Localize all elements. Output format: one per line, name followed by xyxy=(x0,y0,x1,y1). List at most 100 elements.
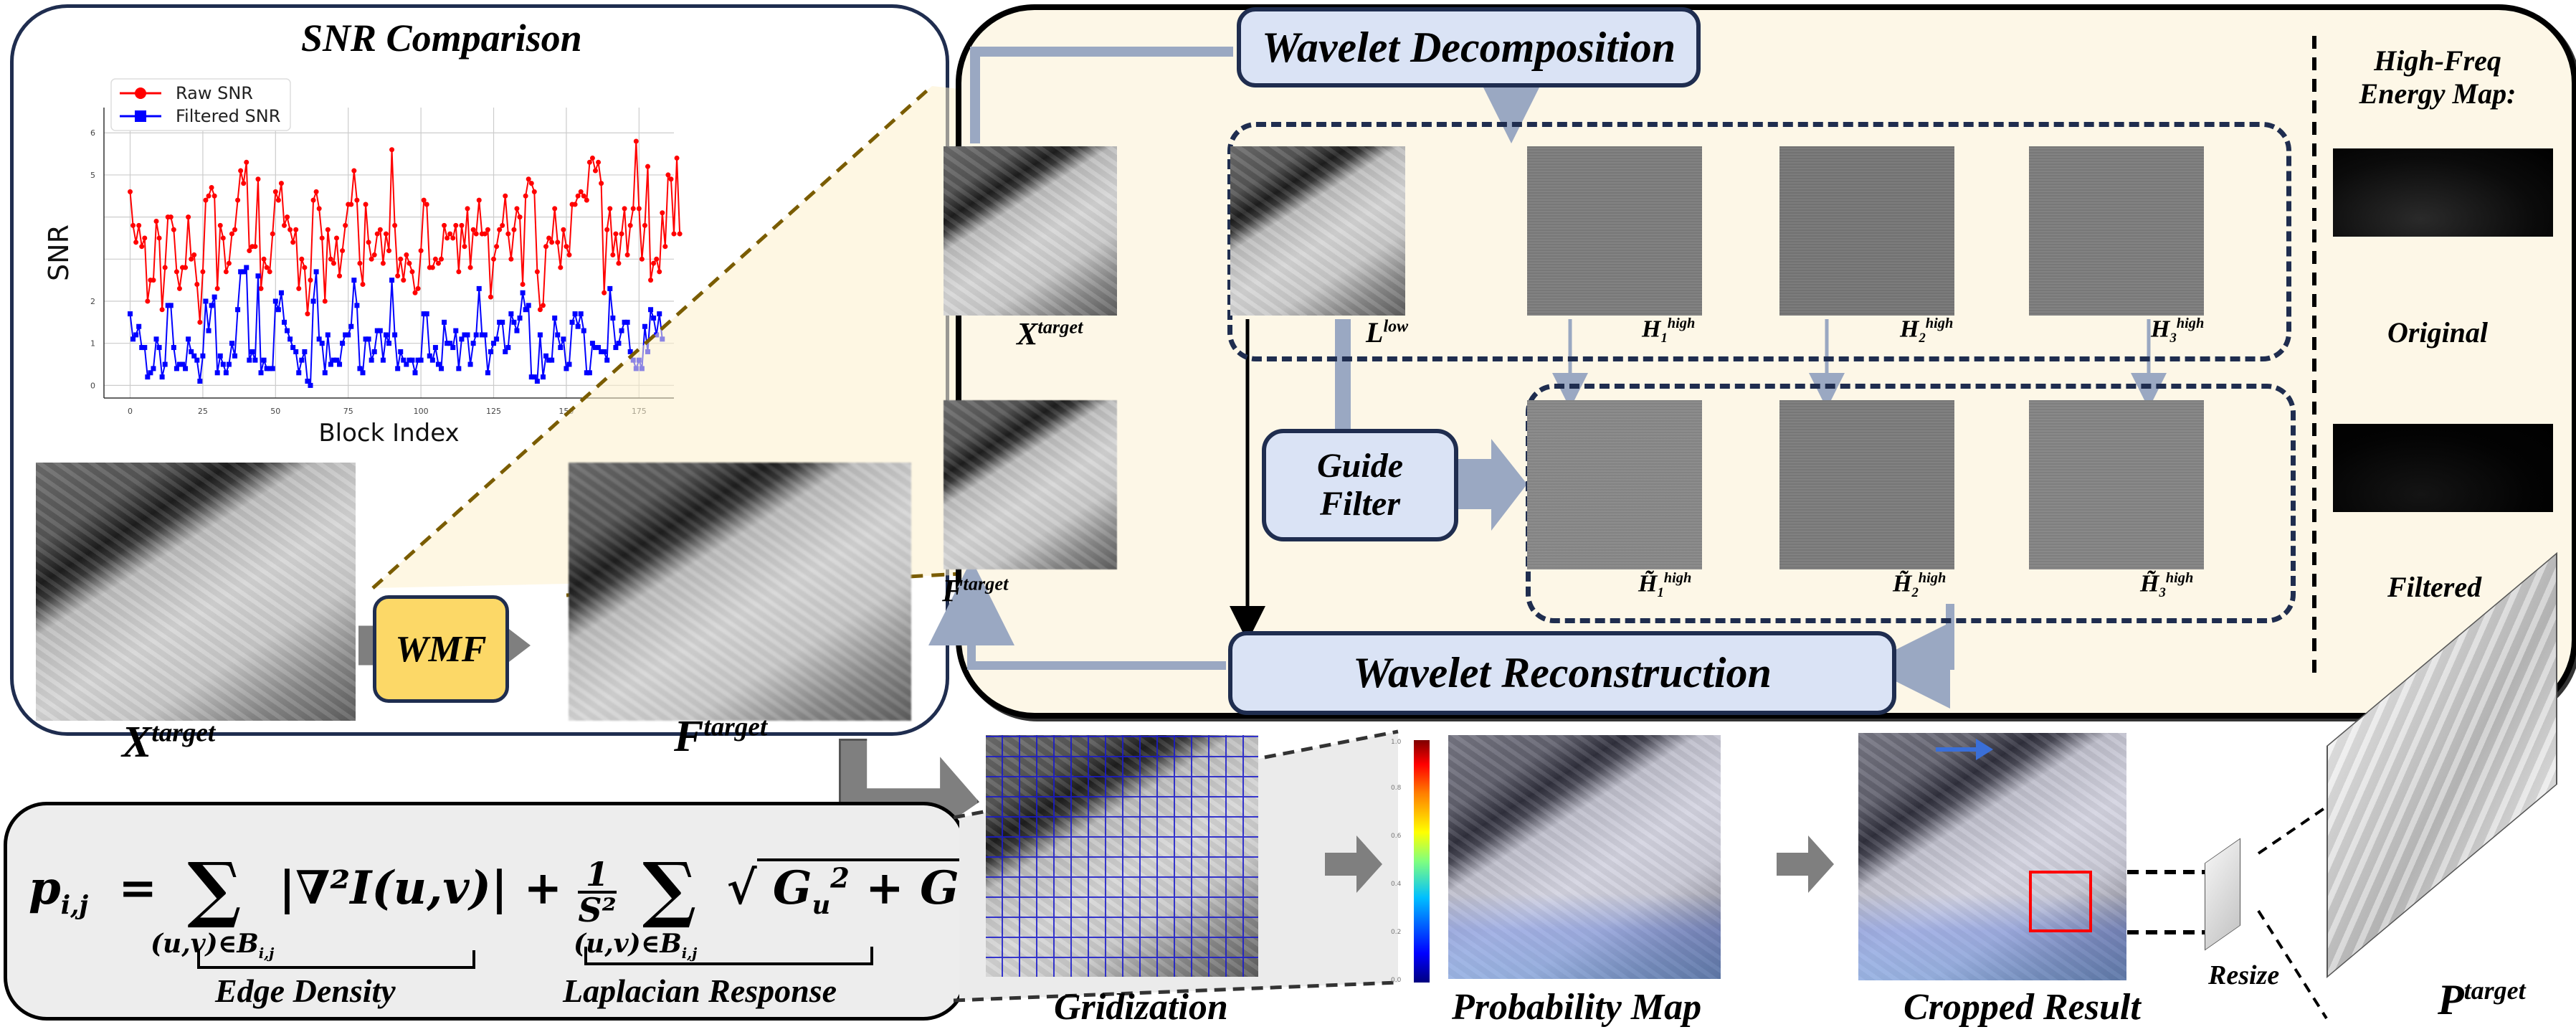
raw-snr-point xyxy=(607,206,613,212)
filtered-snr-point xyxy=(328,361,333,367)
filtered-snr-point xyxy=(648,307,654,313)
h3-filtered-image xyxy=(2029,400,2204,569)
h2f-base: H̃ xyxy=(1893,570,1912,597)
x-target-label: Xtarget xyxy=(122,717,215,768)
raw-snr-point xyxy=(267,269,272,275)
raw-snr-point xyxy=(543,244,549,250)
filtered-snr-point xyxy=(488,349,493,354)
raw-snr-point xyxy=(151,278,156,283)
raw-snr-point xyxy=(383,231,389,237)
filtered-snr-point xyxy=(566,361,572,367)
h3-high-image xyxy=(2029,146,2204,316)
raw-snr-point xyxy=(302,265,308,270)
raw-snr-point xyxy=(633,138,639,144)
raw-snr-point xyxy=(238,168,244,174)
filtered-snr-point xyxy=(561,336,566,342)
filtered-snr-point xyxy=(351,278,357,283)
raw-snr-point xyxy=(395,273,401,279)
wmf-box: WMF xyxy=(373,595,509,703)
wavelet-x-label: Xtarget xyxy=(1017,316,1083,352)
raw-snr-point xyxy=(450,235,456,241)
raw-snr-point xyxy=(523,193,528,199)
probability-map-label: Probability Map xyxy=(1452,987,1702,1028)
filtered-snr-point xyxy=(636,357,642,363)
energy-filtered-label: Filtered xyxy=(2387,571,2482,603)
raw-snr-point xyxy=(453,222,459,228)
filtered-snr-point xyxy=(176,361,182,367)
energy-original-image xyxy=(2333,148,2553,237)
raw-snr-point xyxy=(500,222,505,228)
raw-snr-point xyxy=(418,248,424,254)
filtered-snr-point xyxy=(549,357,555,363)
filtered-snr-point xyxy=(633,366,639,371)
raw-snr-point xyxy=(337,273,343,279)
raw-snr-point xyxy=(380,260,386,266)
crop-box[interactable] xyxy=(2029,871,2092,932)
filtered-snr-point xyxy=(278,290,284,295)
h2f-sup: high xyxy=(1918,570,1947,586)
x-axis-label: Block Index xyxy=(318,419,459,445)
raw-snr-point xyxy=(549,240,555,245)
gv-base: G xyxy=(920,861,959,915)
sum-index-1: (u,v)∈Bi,j xyxy=(151,929,274,962)
f-base: F xyxy=(674,712,704,761)
raw-snr-point xyxy=(275,197,281,203)
filtered-snr-point xyxy=(337,361,343,367)
raw-snr-point xyxy=(439,256,445,262)
raw-snr-point xyxy=(540,303,546,308)
raw-snr-point xyxy=(645,164,650,169)
raw-snr-point xyxy=(217,222,223,228)
filtered-snr-point xyxy=(200,353,206,359)
filtered-snr-point xyxy=(203,298,209,304)
filtered-snr-point xyxy=(575,323,581,329)
x-tick-label: 0 xyxy=(128,407,133,416)
filtered-snr-point xyxy=(238,269,244,275)
raw-snr-point xyxy=(415,285,421,291)
formula-term1: |∇²I(u,v)| xyxy=(278,861,508,915)
filtered-snr-point xyxy=(235,307,241,313)
raw-snr-point xyxy=(305,311,310,317)
raw-snr-point xyxy=(657,269,662,275)
raw-snr-point xyxy=(200,269,206,275)
raw-snr-point xyxy=(357,260,363,266)
gridization-label: Gridization xyxy=(1054,987,1228,1028)
raw-snr-point xyxy=(586,159,592,165)
arrow-to-cropped xyxy=(1777,835,1834,893)
formula-panel xyxy=(4,802,966,1021)
filtered-snr-point xyxy=(159,374,165,380)
filtered-snr-point xyxy=(505,345,511,351)
filtered-snr-point xyxy=(151,366,156,371)
raw-snr-point xyxy=(494,244,500,250)
raw-snr-point xyxy=(485,227,490,232)
y-tick-label: 1 xyxy=(90,339,95,349)
energy-map-title: High-Freq Energy Map: xyxy=(2355,44,2520,110)
raw-snr-point xyxy=(133,240,139,245)
filtered-snr-point xyxy=(145,374,151,380)
colorbar-ticks: 0.0 0.2 0.4 0.6 0.8 1.0 xyxy=(1391,739,1412,984)
raw-snr-point xyxy=(409,269,415,275)
guide-filter-line2: Filter xyxy=(1319,484,1400,523)
filtered-snr-point xyxy=(346,332,351,338)
filtered-snr-point xyxy=(537,332,543,338)
filtered-snr-point xyxy=(602,349,607,354)
raw-snr-point xyxy=(130,222,136,228)
raw-snr-point xyxy=(389,147,395,153)
raw-snr-point xyxy=(223,269,229,275)
formula-lhs: p xyxy=(29,861,61,915)
filtered-snr-point xyxy=(654,332,660,338)
filtered-snr-point xyxy=(247,357,252,363)
raw-snr-point xyxy=(662,244,668,250)
snr-title: SNR Comparison xyxy=(301,16,582,60)
raw-snr-point xyxy=(156,235,162,241)
filtered-snr-point xyxy=(136,323,142,329)
filtered-snr-point xyxy=(308,382,313,388)
h2-label: H2high xyxy=(1900,316,1953,346)
resize-label: Resize xyxy=(2208,960,2280,990)
raw-snr-point xyxy=(191,252,197,257)
filtered-snr-point xyxy=(128,311,133,317)
raw-snr-point xyxy=(432,256,438,262)
raw-snr-point xyxy=(220,235,226,241)
h3-label: H3high xyxy=(2151,316,2204,346)
filtered-snr-point xyxy=(139,345,145,351)
raw-snr-point xyxy=(308,278,313,283)
